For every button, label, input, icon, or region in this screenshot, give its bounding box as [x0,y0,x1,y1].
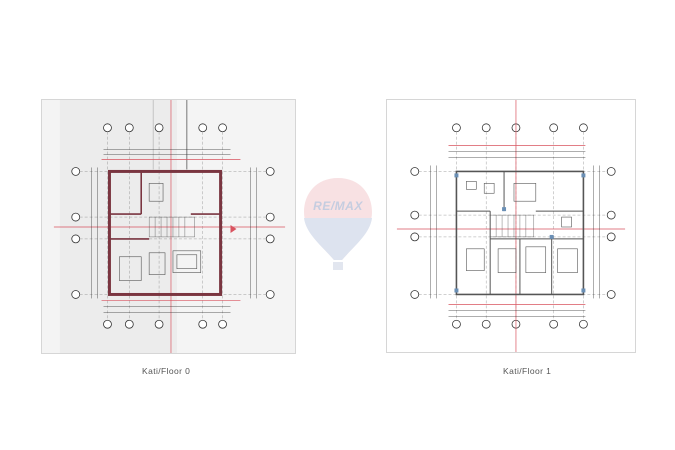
floor-plan-0 [41,99,296,354]
watermark-text: RE/MAX [313,199,363,213]
floor-0-caption: Kati/Floor 0 [142,366,191,376]
floor-plan-1 [386,99,636,353]
floor-1-caption: Kati/Floor 1 [503,366,552,376]
remax-balloon-watermark [304,178,372,270]
floor-plan-1-drawing [396,100,626,352]
floor-plan-0-drawing [42,100,295,353]
